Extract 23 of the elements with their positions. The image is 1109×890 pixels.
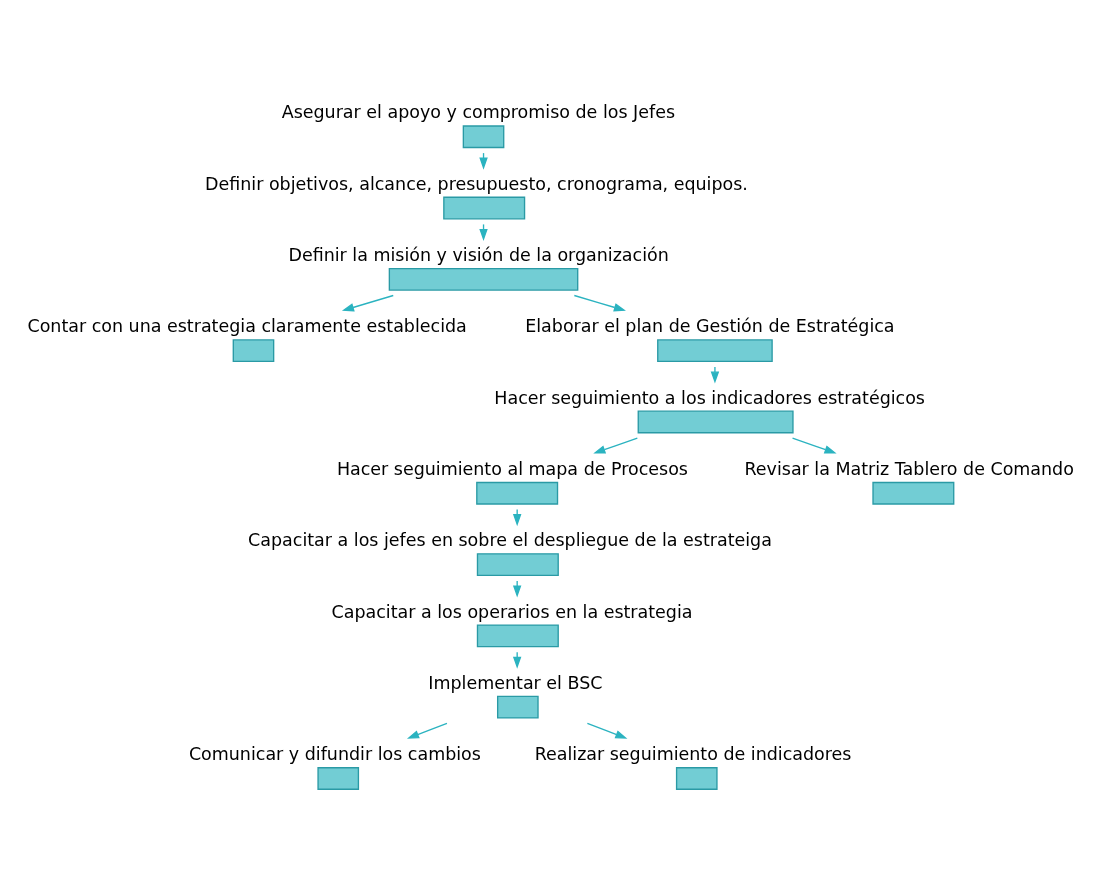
arrow bbox=[341, 294, 394, 311]
node-label: Implementar el BSC bbox=[428, 672, 603, 693]
node-label: Asegurar el apoyo y compromiso de los Jefes bbox=[281, 101, 675, 122]
arrow bbox=[791, 436, 837, 453]
node-label: Definir objetivos, alcance, presupuesto, cronograma, equipos. bbox=[205, 173, 748, 194]
arrow bbox=[512, 579, 522, 598]
node-label: Realizar seguimiento de indicadores bbox=[534, 743, 852, 764]
node-label: Capacitar a los operarios en la estrategia bbox=[331, 601, 693, 622]
node-label: Capacitar a los jefes en sobre el despliegue de la estrateiga bbox=[248, 529, 772, 550]
node-label: Elaborar el plan de Gestión de Estratégica bbox=[525, 315, 895, 336]
node-label: Comunicar y difundir los cambios bbox=[188, 743, 481, 764]
node-label: Hacer seguimiento al mapa de Procesos bbox=[336, 458, 688, 479]
arrow bbox=[710, 365, 720, 384]
node-label: Hacer seguimiento a los indicadores estratégicos bbox=[494, 387, 925, 408]
arrow bbox=[586, 722, 628, 739]
arrow bbox=[406, 722, 448, 739]
node-label: Contar con una estrategia claramente establecida bbox=[27, 315, 467, 336]
arrow bbox=[593, 436, 638, 453]
arrow bbox=[573, 294, 626, 311]
node-label: Definir la misión y visión de la organización bbox=[288, 244, 669, 265]
arrow bbox=[512, 651, 522, 669]
node-label: Revisar la Matriz Tablero de Comando bbox=[744, 458, 1074, 479]
arrow bbox=[512, 508, 522, 526]
